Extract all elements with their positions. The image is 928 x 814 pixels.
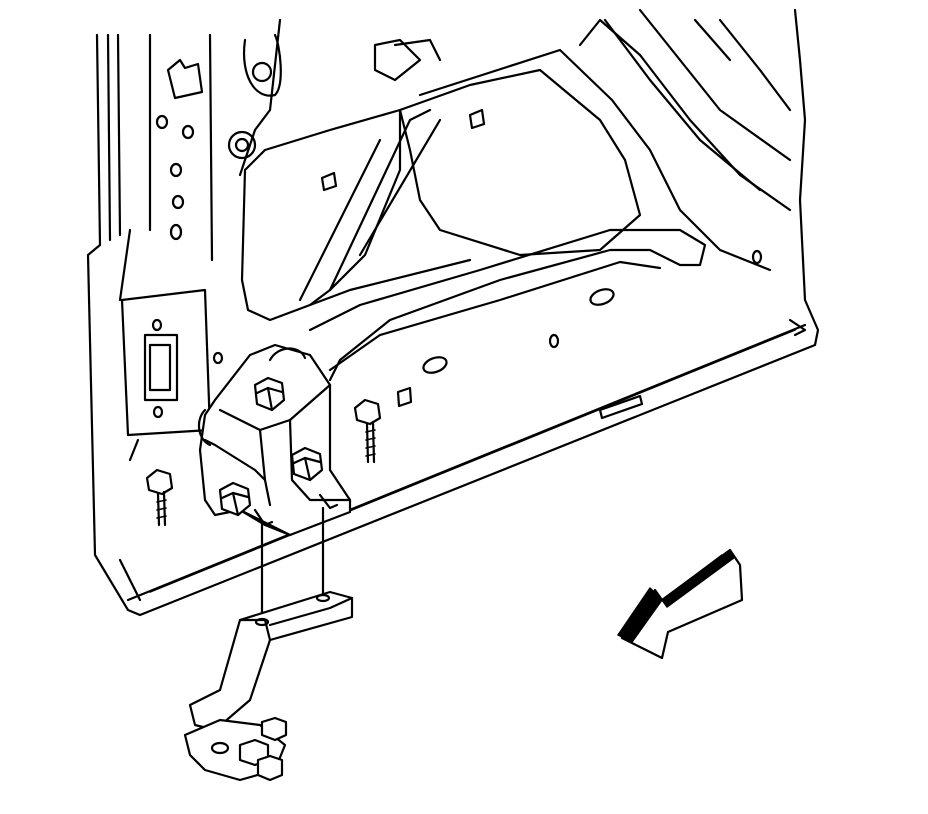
hinge-check-link xyxy=(183,590,354,782)
hinge-bolt xyxy=(253,376,286,412)
hinge-bolt xyxy=(218,481,252,517)
direction-arrow xyxy=(617,548,744,660)
door-to-hinge-bolt xyxy=(145,468,174,527)
door-to-hinge-bolt xyxy=(353,398,382,464)
door-inner-panel xyxy=(86,8,820,617)
hinge-bolt xyxy=(290,446,324,482)
